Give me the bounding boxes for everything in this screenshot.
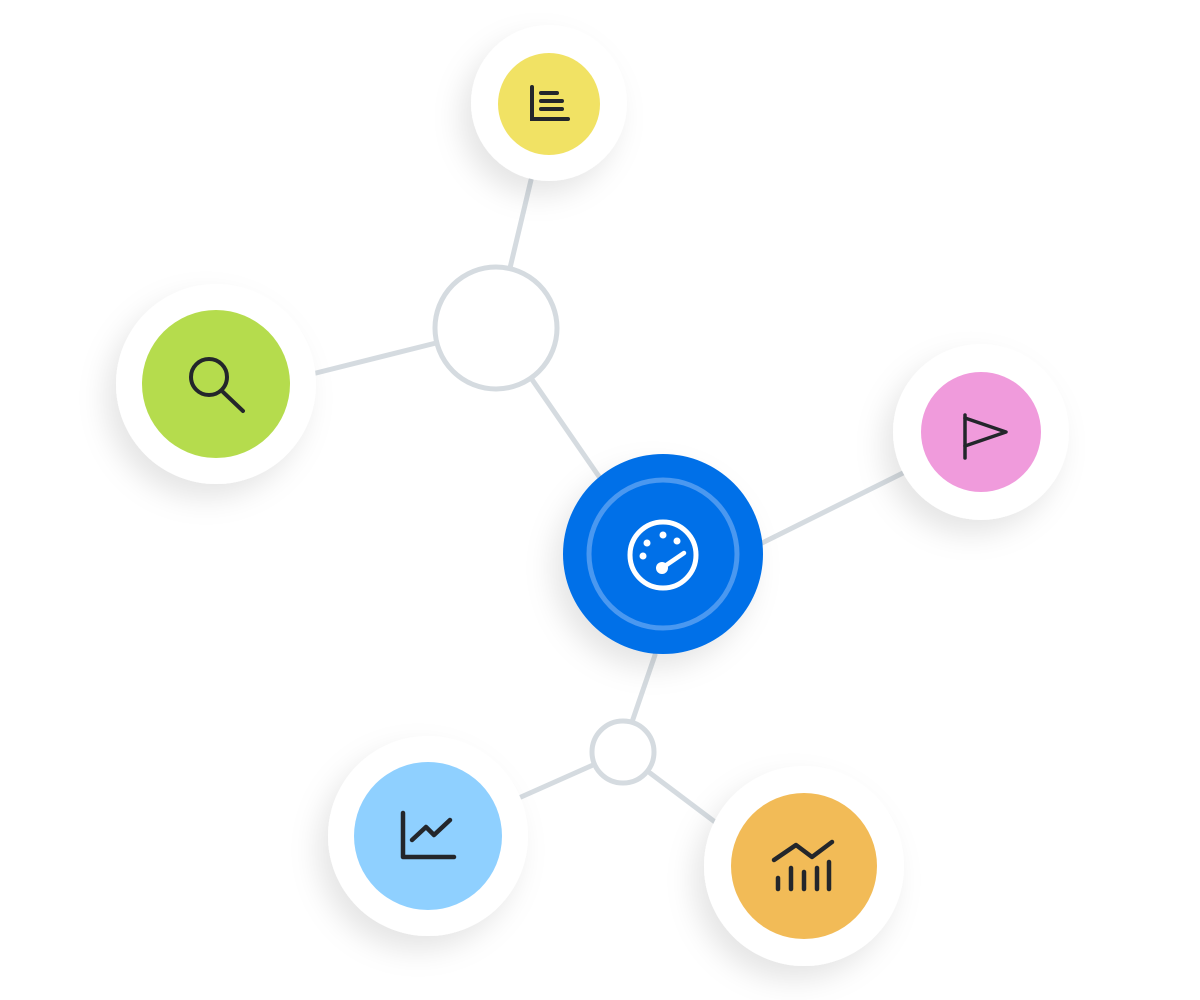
line-chart-icon — [400, 810, 457, 860]
node-line-chart[interactable] — [328, 736, 528, 936]
connector-line — [528, 375, 603, 481]
small-hub-node — [589, 718, 657, 786]
connector-line — [313, 340, 439, 376]
connector-line — [647, 770, 718, 825]
node-dashboard[interactable] — [563, 454, 763, 654]
node-flag[interactable] — [893, 344, 1069, 520]
node-trend-bars[interactable] — [704, 766, 904, 966]
connector-line — [759, 469, 908, 546]
trend-bar-chart-icon — [771, 839, 835, 892]
node-search[interactable] — [116, 284, 316, 484]
connector-line — [507, 177, 534, 271]
connector-line — [518, 762, 596, 800]
gauge-icon — [627, 519, 699, 591]
connectors — [313, 177, 908, 825]
horizontal-bar-chart-icon — [530, 85, 570, 121]
flag-icon — [963, 413, 1008, 460]
search-icon — [189, 357, 245, 413]
node-bar-list[interactable] — [471, 25, 627, 181]
connector-line — [629, 652, 658, 725]
hub-node — [432, 264, 560, 392]
